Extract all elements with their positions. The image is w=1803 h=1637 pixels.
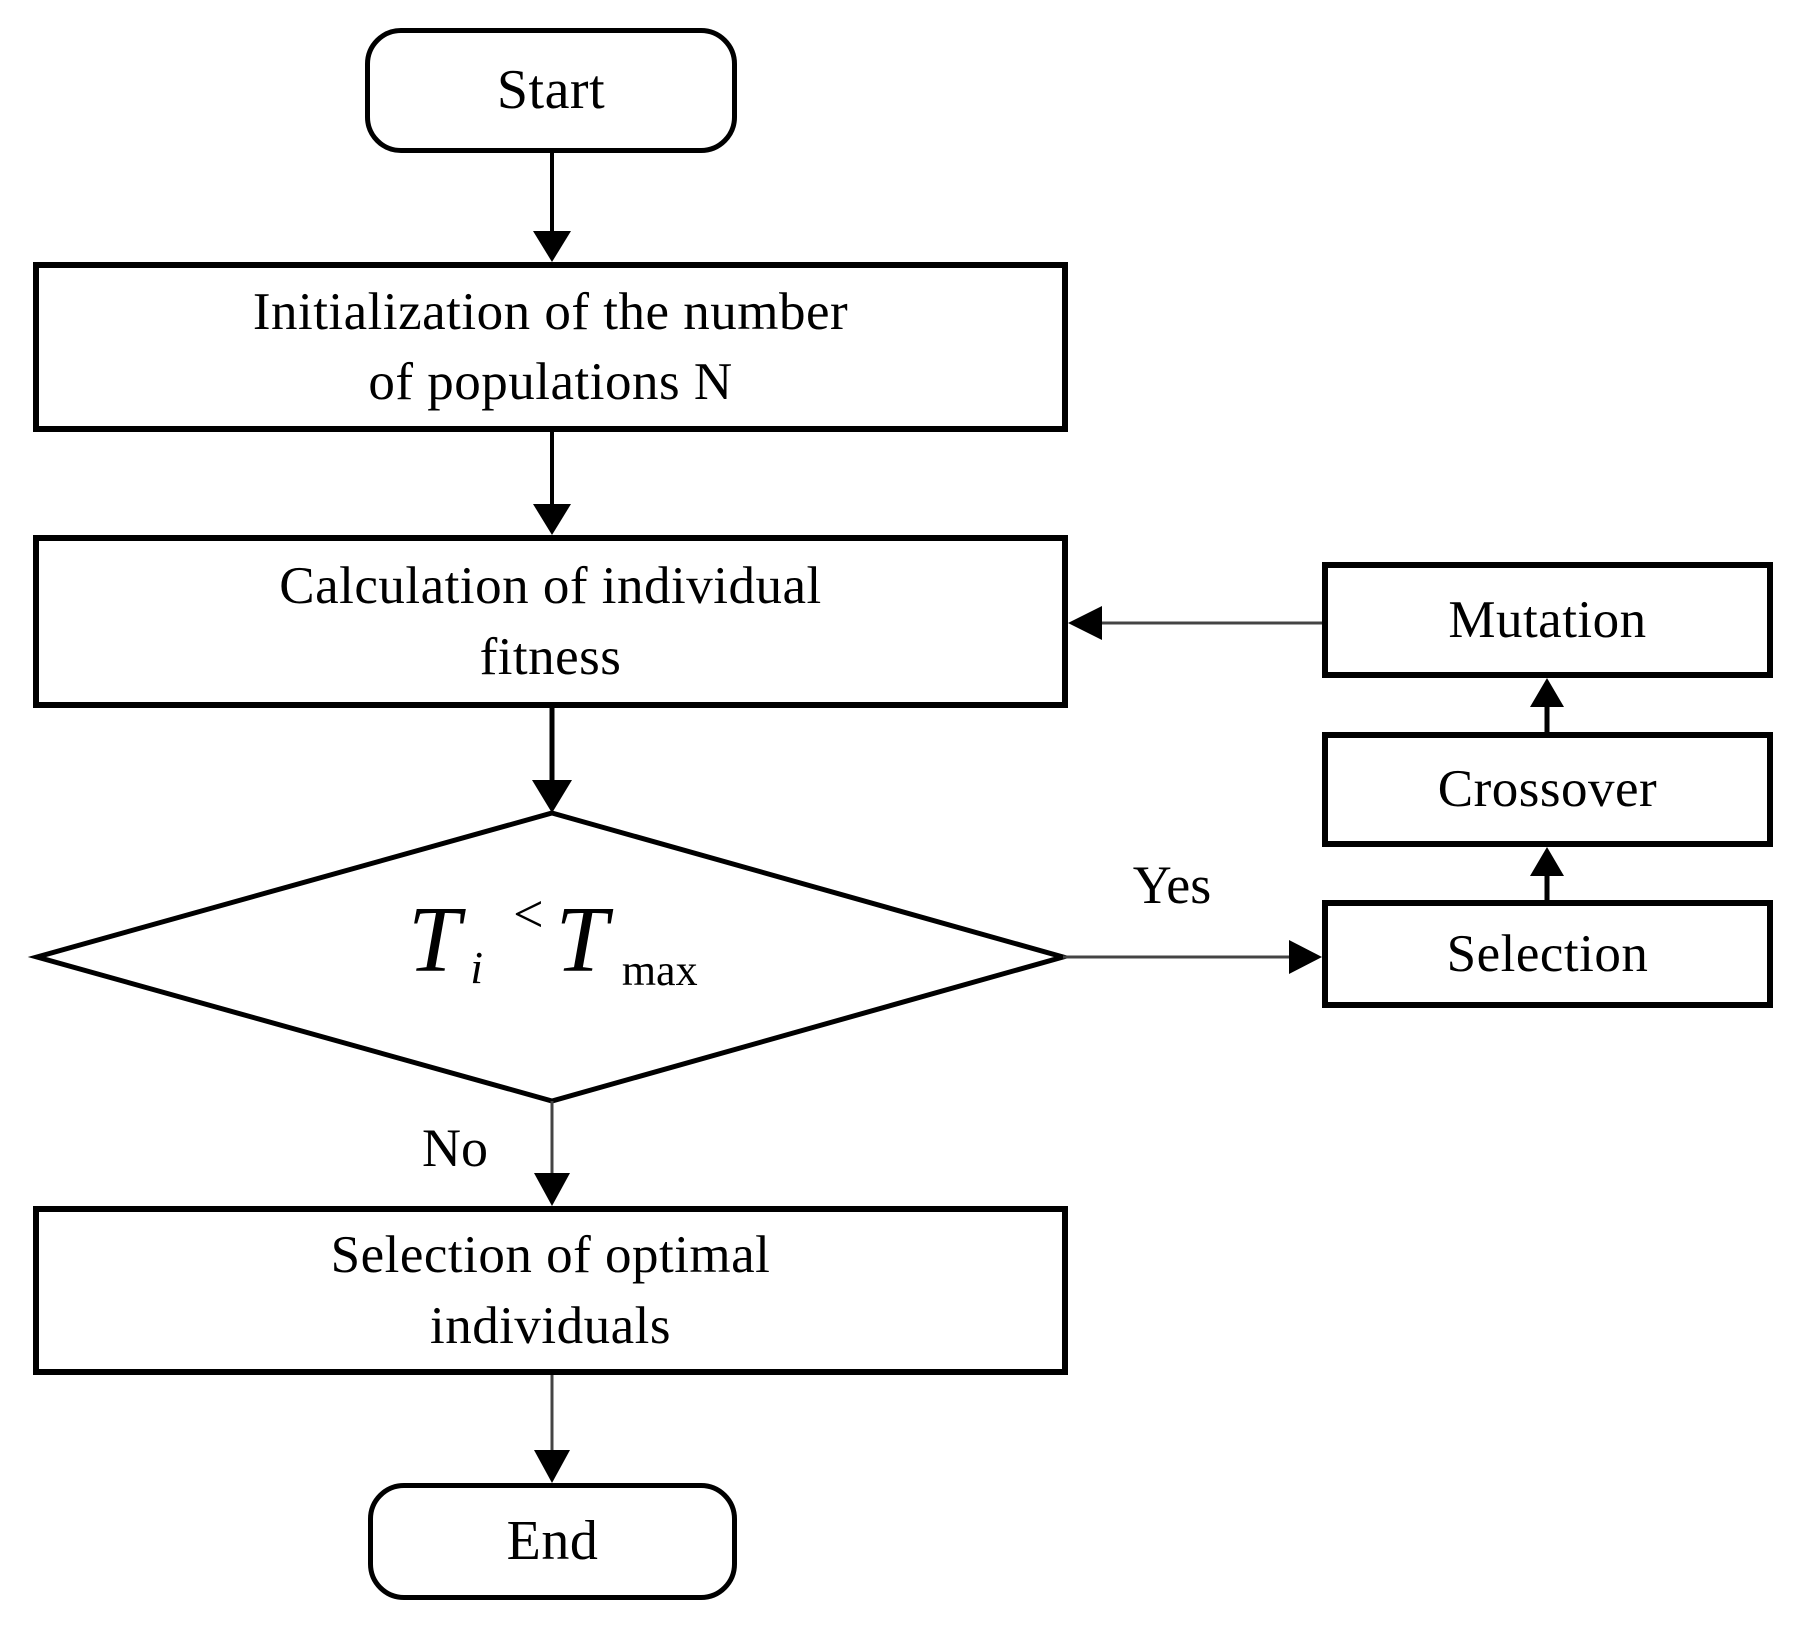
arrowhead-left-calculation (1068, 606, 1102, 640)
start-label: Start (496, 59, 606, 122)
arrowhead-up-mutation (1530, 678, 1564, 707)
arrowhead-down-selection-optimal (534, 1173, 570, 1206)
calculation-label-line2: fitness (479, 627, 622, 686)
end-node: End (368, 1483, 737, 1600)
crossover-label: Crossover (1437, 760, 1658, 819)
decision-operator: < (513, 884, 544, 944)
mutation-label: Mutation (1448, 590, 1647, 649)
decision-subscript-i: i (470, 942, 484, 993)
selection-optimal-label-line1: Selection of optimal (330, 1226, 771, 1285)
crossover-node: Crossover (1322, 732, 1773, 847)
no-edge-label: No (422, 1118, 488, 1178)
selection-optimal-label-line2: individuals (429, 1296, 672, 1355)
selection-optimal-node: Selection of optimal individuals (33, 1206, 1068, 1375)
end-label: End (506, 1510, 599, 1573)
initialization-node: Initialization of the number of populati… (33, 262, 1068, 432)
arrowhead-right-selection (1289, 940, 1322, 974)
decision-subscript-max: max (621, 946, 698, 995)
arrowhead-up-crossover (1530, 847, 1564, 876)
decision-term-t1: T (408, 888, 461, 992)
selection-node: Selection (1322, 900, 1773, 1008)
arrowhead-down-decision (532, 780, 572, 813)
arrowhead-down-calculation (533, 504, 571, 535)
selection-label: Selection (1446, 924, 1649, 983)
start-node: Start (365, 28, 737, 153)
calculation-label-line1: Calculation of individual (279, 557, 822, 616)
yes-edge-label: Yes (1132, 855, 1212, 915)
decision-term-t2: T (555, 888, 608, 992)
arrowhead-down-initialization (533, 231, 571, 262)
decision-formula: T i < T max (408, 887, 698, 993)
arrowhead-down-end (534, 1450, 570, 1483)
mutation-node: Mutation (1322, 562, 1773, 678)
initialization-label-line1: Initialization of the number (252, 282, 849, 341)
initialization-label-line2: of populations N (368, 353, 733, 411)
calculation-node: Calculation of individual fitness (33, 535, 1068, 708)
